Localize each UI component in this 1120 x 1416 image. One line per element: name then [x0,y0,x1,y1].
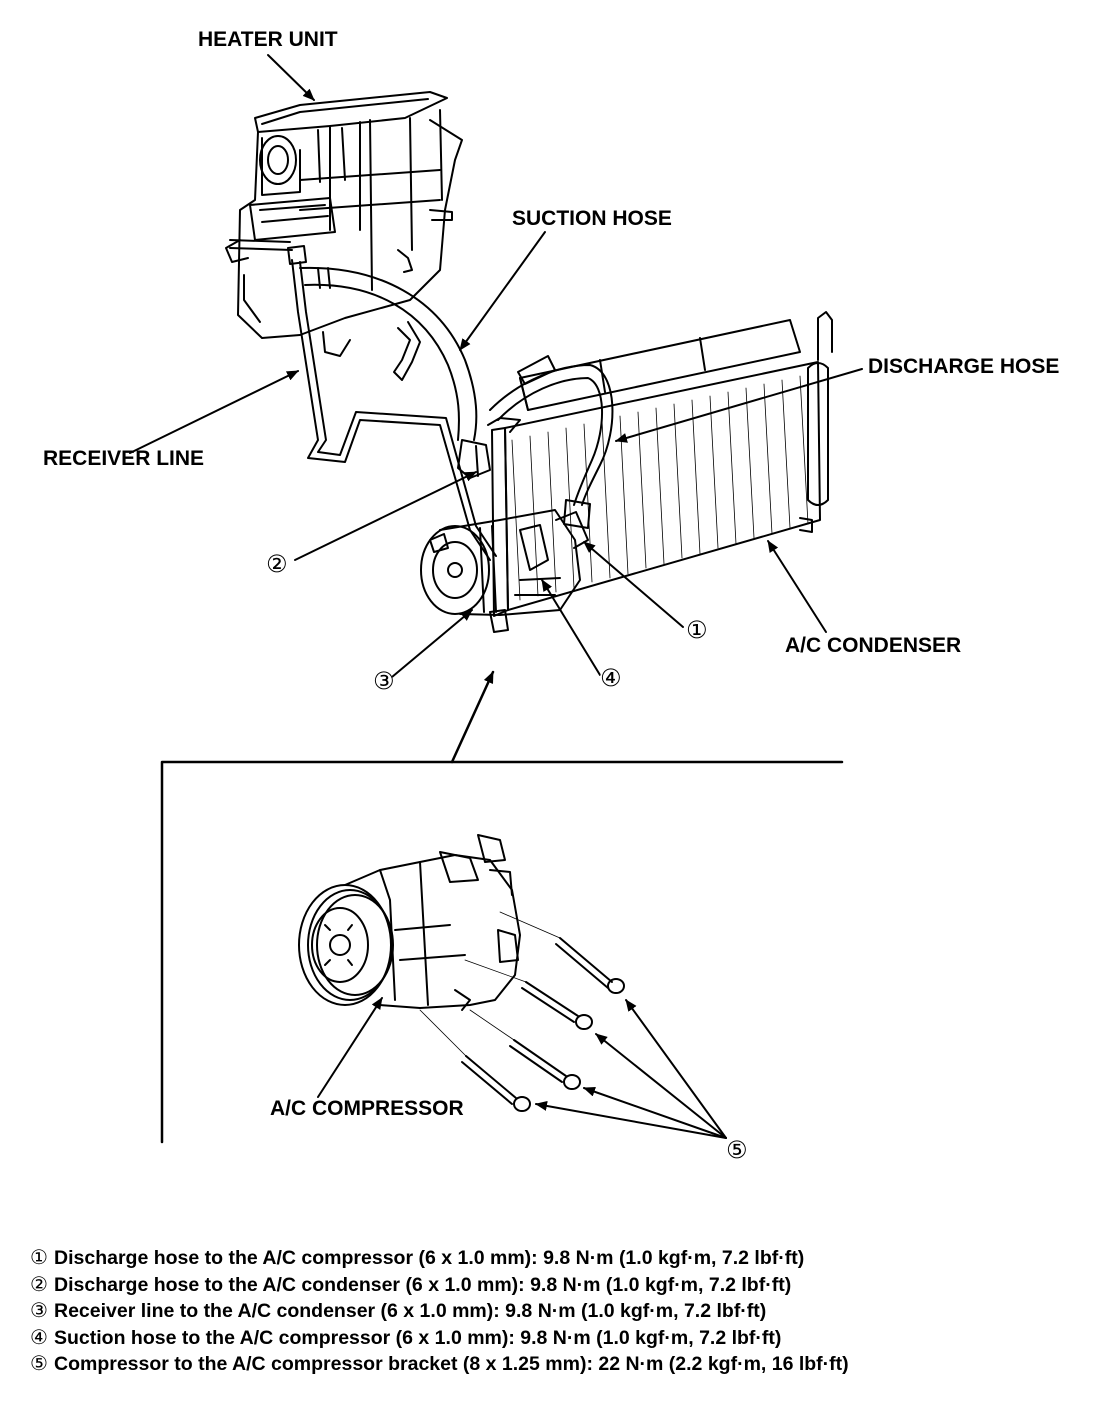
inset-pointer [450,670,495,764]
torque-spec-item: ② Discharge hose to the A/C condenser (6 … [30,1271,1100,1298]
callout-2: ② [266,550,288,578]
spec-text: Discharge hose to the A/C condenser (6 x… [54,1273,792,1296]
discharge-hose-drawing [489,355,614,529]
compressor-inset-drawing [298,834,521,1011]
compressor-upper-drawing [420,509,589,616]
spec-text: Discharge hose to the A/C compressor (6 … [54,1247,805,1269]
leader-lines [129,54,863,1139]
ac-compressor-label: A/C COMPRESSOR [270,1097,464,1120]
mounting-bolts [419,911,625,1112]
suction-hose-label: SUCTION HOSE [512,207,672,230]
callout-5: ⑤ [726,1136,748,1164]
spec-number: ① [30,1245,48,1269]
spec-number: ③ [30,1298,48,1322]
condenser-drawing [487,311,833,633]
torque-spec-item: ⑤ Compressor to the A/C compressor bracke… [30,1350,1100,1377]
callout-1: ① [686,616,708,644]
spec-number: ⑤ [30,1351,48,1375]
spec-number: ② [30,1271,48,1296]
receiver-line-drawing [229,239,497,561]
spec-number: ④ [30,1324,48,1349]
receiver-line-label: RECEIVER LINE [43,447,205,470]
inset-frame [160,760,844,1144]
torque-spec-item: ③ Receiver line to the A/C condenser (6 x… [30,1297,1100,1324]
spec-text: Compressor to the A/C compressor bracket… [54,1353,849,1375]
ac-condenser-label: A/C CONDENSER [785,634,962,657]
torque-spec-list: ① Discharge hose to the A/C compressor (6… [30,1244,1100,1377]
heater-unit-drawing [225,91,463,381]
torque-spec-item: ① Discharge hose to the A/C compressor (6… [30,1244,1100,1271]
heater-unit-label: HEATER UNIT [198,28,338,51]
discharge-hose-label: DISCHARGE HOSE [868,355,1060,378]
line-drawing [129,54,863,1144]
callout-3: ③ [373,667,395,695]
spec-text: Receiver line to the A/C condenser (6 x … [54,1300,767,1322]
torque-spec-item: ④ Suction hose to the A/C compressor (6 x… [30,1324,1100,1351]
suction-hose-drawing [299,266,491,479]
spec-text: Suction hose to the A/C compressor (6 x … [54,1326,782,1349]
callout-4: ④ [600,664,622,692]
